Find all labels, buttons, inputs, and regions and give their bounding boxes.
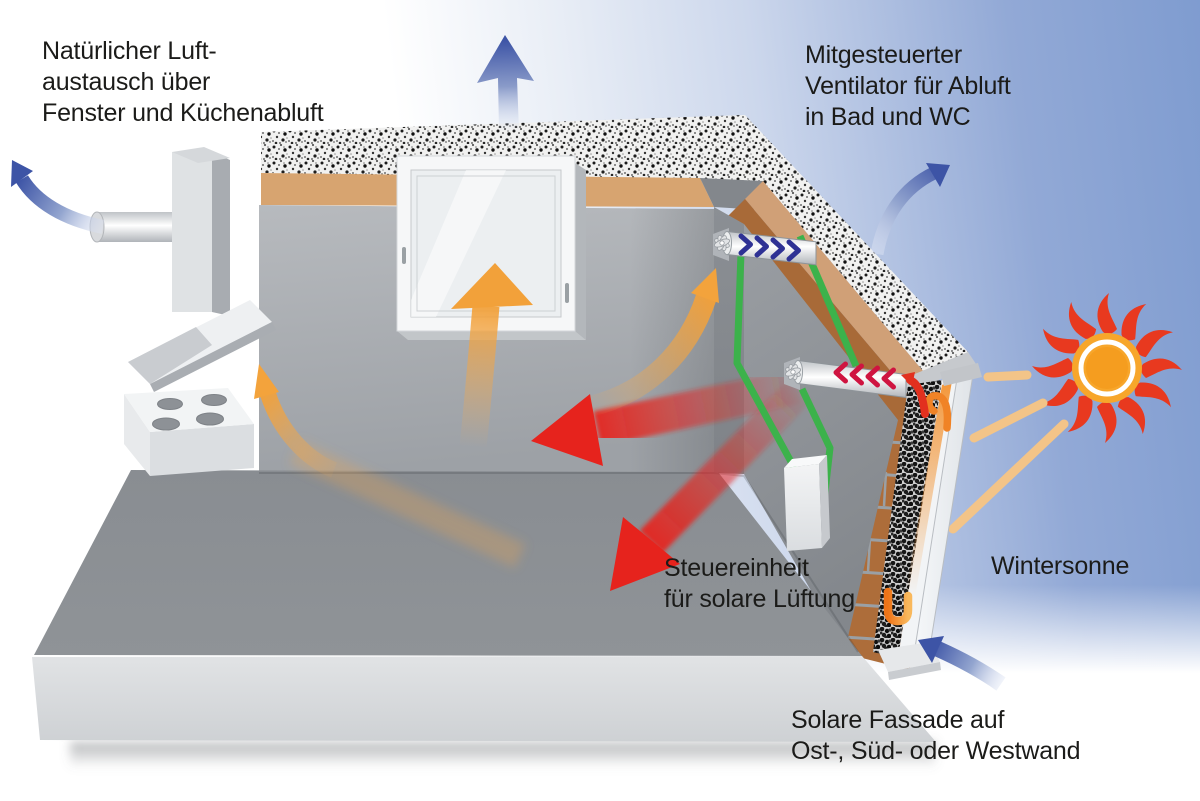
facade-bottom-intake-arrow xyxy=(883,587,913,626)
sun-icon xyxy=(1032,293,1182,443)
fan-propeller-icon xyxy=(785,364,801,380)
label-line: Solare Fassade auf xyxy=(791,706,1005,734)
red-arrow-head-left xyxy=(531,394,603,466)
fan-propeller-icon xyxy=(714,235,730,251)
facade-channel-glow xyxy=(896,381,952,650)
label-winter-sun: Wintersonne xyxy=(991,551,1129,582)
label-solar-facade: Solare Fassade auf Ost-, Süd- oder Westw… xyxy=(791,705,1081,767)
blue-exhaust-arrows xyxy=(11,35,1006,691)
window-handle xyxy=(565,283,569,303)
label-natural-air-exchange: Natürlicher Luft- austausch über Fenster… xyxy=(42,36,324,129)
label-line: Natürlicher Luft- xyxy=(42,37,217,65)
chevrons-in-icon xyxy=(833,361,896,390)
label-control-unit: Steuereinheit für solare Lüftung xyxy=(664,553,855,615)
facade-flow-arrows xyxy=(883,372,952,626)
bath-exhaust-arrow-head xyxy=(926,163,950,187)
label-line: austausch über xyxy=(42,68,211,96)
orange-air-arrows xyxy=(254,263,719,568)
label-line: in Bad und WC xyxy=(805,103,971,131)
facade-top-cap xyxy=(940,363,982,386)
facade-intake-arrow-head xyxy=(918,636,944,663)
stove-burners xyxy=(152,394,227,431)
intake-ventilator xyxy=(784,357,907,399)
stove xyxy=(124,388,254,476)
facade-top-turn-arrow xyxy=(925,392,952,432)
label-line: Mitgesteuerter xyxy=(805,41,962,69)
window-handle xyxy=(402,247,406,264)
orange-arrow-head-vent xyxy=(691,268,719,303)
label-fan-exhaust: Mitgesteuerter Ventilator für Abluft in … xyxy=(805,40,1011,133)
kitchen-hood xyxy=(128,300,276,392)
label-line: Wintersonne xyxy=(991,552,1130,580)
red-heat-arrows xyxy=(531,368,812,591)
kitchen-exhaust-arrow-head xyxy=(11,160,33,187)
floor-slab-shadow xyxy=(70,742,935,768)
facade-sill-edge xyxy=(888,662,941,680)
wall-cut-band-light xyxy=(745,181,934,401)
roof-exhaust-arrow-icon xyxy=(477,35,534,131)
label-line: Ventilator für Abluft xyxy=(805,72,1011,100)
exhaust-ventilator xyxy=(713,228,817,266)
label-line: Ost-, Süd- oder Westwand xyxy=(791,737,1081,765)
orange-arrow-head-window xyxy=(451,263,533,309)
label-line: Steuereinheit xyxy=(664,554,809,582)
kitchen-chimney xyxy=(172,147,230,316)
chevrons-out-icon xyxy=(738,233,801,262)
control-unit-box xyxy=(784,455,830,551)
label-line: Fenster und Küchenabluft xyxy=(42,99,324,127)
sun-rays-icon xyxy=(948,370,1069,534)
orange-arrow-head-hood xyxy=(254,364,279,399)
floor-slab-front xyxy=(32,656,936,742)
label-line: für solare Lüftung xyxy=(664,585,855,613)
concrete-ceiling xyxy=(261,115,968,384)
red-arrow-head-down xyxy=(610,517,680,591)
